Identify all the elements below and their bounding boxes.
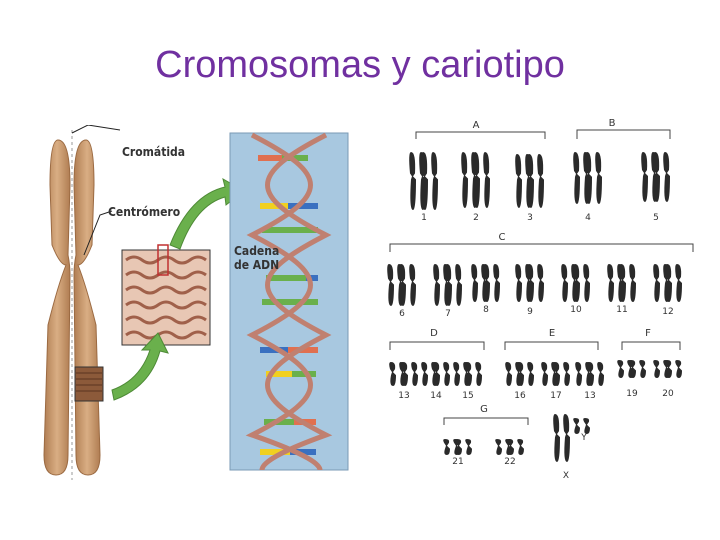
chromosome-pair-5-right xyxy=(653,152,670,202)
chromatid-label: Cromátida xyxy=(122,145,186,159)
chromosome-pair-3-right xyxy=(527,154,544,208)
group-label-a: A xyxy=(473,120,480,131)
pair-number-5: 5 xyxy=(653,213,659,223)
chromosome-pair-20-right xyxy=(665,360,682,378)
chromatid-right xyxy=(73,139,101,476)
arrow-to-coil-icon xyxy=(111,332,169,401)
chromosome-pair-2-right xyxy=(473,152,490,208)
pair-number-11: 11 xyxy=(616,305,627,315)
centromere-pointer xyxy=(83,210,113,256)
chromosome-pair-21-right xyxy=(455,439,472,455)
chromosome-pair-12-right xyxy=(665,264,682,302)
slide-title: Cromosomas y cariotipo xyxy=(155,44,565,86)
pair-number-14: 14 xyxy=(430,391,442,401)
group-brackets xyxy=(389,129,694,425)
sex-chromosome-label-y: Y xyxy=(580,433,587,443)
dna-strands xyxy=(245,132,333,471)
pair-number-20: 20 xyxy=(662,389,674,399)
chromosome-pair-13-right xyxy=(401,362,418,386)
dna-chain-label-line2: de ADN xyxy=(234,258,280,272)
pair-number-9: 9 xyxy=(527,307,533,317)
sex-chromosome-label-x: X xyxy=(563,471,569,481)
chromosome-pair-4-right xyxy=(585,152,602,204)
pair-number-1: 1 xyxy=(421,213,427,223)
pair-number-3: 3 xyxy=(527,213,533,223)
chromosome-pair-11-right xyxy=(619,264,636,302)
sex-chromosome-y xyxy=(573,418,590,434)
chromatin-inset-small xyxy=(74,366,104,402)
chromosome-pair-14-right xyxy=(433,362,450,386)
chromosome-pair-1-right xyxy=(421,152,438,210)
chromatin-coil-box xyxy=(121,249,211,346)
chromosome-pair-16-right xyxy=(517,362,534,386)
pair-number-15: 15 xyxy=(462,391,473,401)
pair-number-19: 19 xyxy=(626,389,638,399)
chromosome-pair-22-right xyxy=(507,439,524,455)
pair-number-2: 2 xyxy=(473,213,479,223)
pair-number-13: 13 xyxy=(398,391,409,401)
pair-number-6: 6 xyxy=(399,309,405,319)
pair-number-17: 17 xyxy=(550,391,561,401)
chromosome-pair-18-right xyxy=(587,362,604,386)
group-label-g: G xyxy=(480,404,488,415)
group-label-c: C xyxy=(499,232,506,243)
chromosome-pair-19-right xyxy=(629,360,646,378)
dna-chain-label-line1: Cadena xyxy=(234,244,280,258)
pair-number-10: 10 xyxy=(570,305,582,315)
chromosome-pair-17-right xyxy=(553,362,570,386)
chromosome-pair-8-right xyxy=(483,264,500,302)
chromosome-pair-6-right xyxy=(399,264,416,306)
pair-number-18: 13 xyxy=(584,391,595,401)
centromere-label: Centrómero xyxy=(108,205,181,219)
group-label-b: B xyxy=(609,118,616,129)
chromatid-left xyxy=(43,139,71,476)
chromosome-pair-15-right xyxy=(465,362,482,386)
group-label-d: D xyxy=(430,328,438,339)
pair-number-8: 8 xyxy=(483,305,489,315)
pair-number-22: 22 xyxy=(504,457,515,467)
pair-number-21: 21 xyxy=(452,457,463,467)
chromosome-pair-7-right xyxy=(445,264,462,306)
group-label-f: F xyxy=(645,328,651,339)
pair-number-16: 16 xyxy=(514,391,526,401)
chromosome-pair-9-right xyxy=(527,264,544,302)
pair-number-4: 4 xyxy=(585,213,591,223)
chromosome-illustration xyxy=(43,125,349,480)
group-label-e: E xyxy=(549,328,555,339)
chromosome-pair-10-right xyxy=(573,264,590,302)
chromatid-pointer xyxy=(71,125,121,134)
pair-number-7: 7 xyxy=(445,309,451,319)
pair-number-12: 12 xyxy=(662,307,673,317)
sex-chromosome-x xyxy=(553,414,570,462)
